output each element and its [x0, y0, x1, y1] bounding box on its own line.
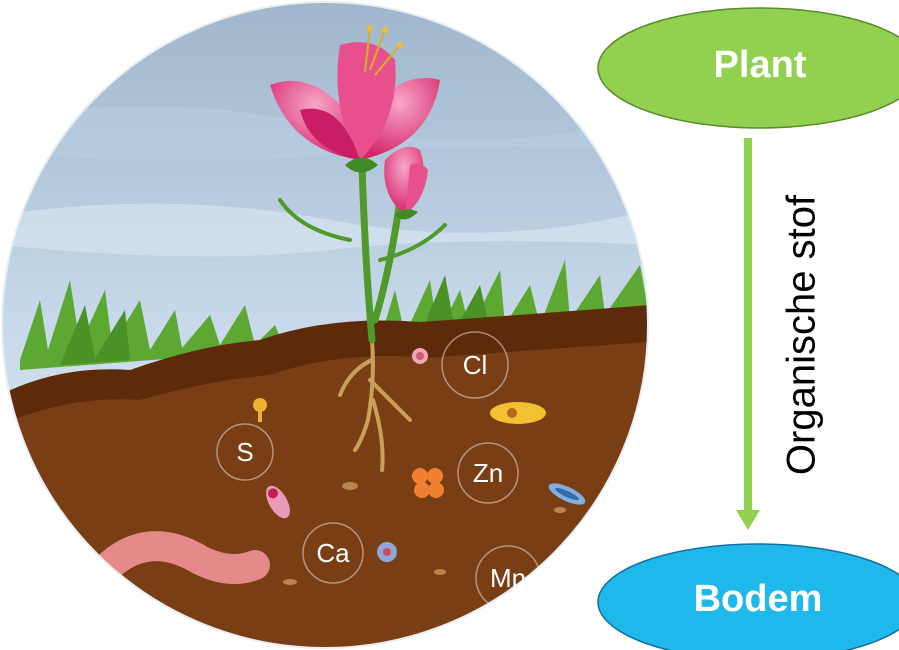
element-label-cl: Cl: [435, 350, 515, 381]
flow-arrow: [736, 138, 760, 530]
element-label-s: S: [205, 437, 285, 468]
bodem-node-label: Bodem: [608, 578, 899, 621]
element-label-mn: Mn: [468, 563, 548, 594]
flow-arrow-label-text: Organische stof: [780, 195, 825, 475]
element-label-ca: Ca: [293, 538, 373, 569]
element-label-zn: Zn: [448, 458, 528, 489]
plant-node-label: Plant: [610, 44, 899, 87]
